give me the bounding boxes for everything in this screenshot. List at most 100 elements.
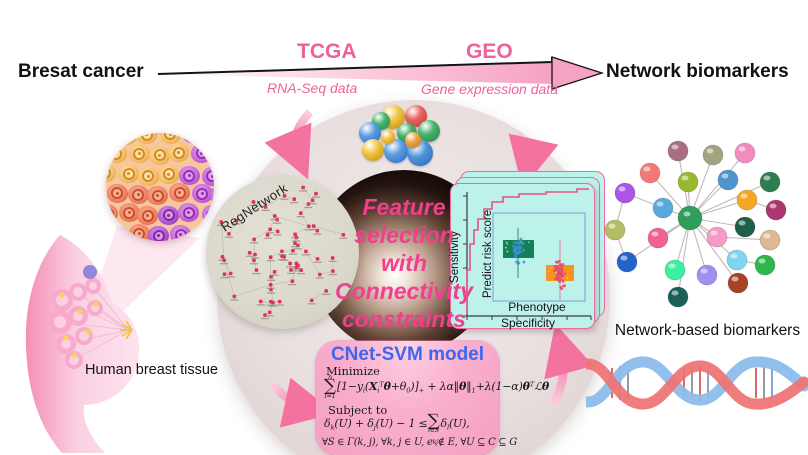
node-highlight [721, 173, 729, 179]
tissue-cell [159, 133, 181, 144]
regnet-gene-node [222, 258, 226, 263]
box-speckle [549, 267, 552, 270]
gene-ball [405, 132, 421, 148]
lobule-blue [83, 265, 97, 279]
cell-nucleus [142, 170, 155, 183]
tissue-cell [106, 163, 116, 183]
regnet-gene-node [291, 248, 295, 253]
network-node [647, 227, 669, 249]
box-speckle [505, 241, 508, 244]
regnet-gene-node [268, 255, 273, 260]
dna-strand-blue [586, 356, 808, 408]
inner-plot-frame [492, 212, 586, 302]
geo-label: GEO [466, 40, 513, 63]
gene-ball [359, 122, 381, 144]
regnet-gene-label [309, 228, 318, 231]
tissue-cell [168, 143, 189, 163]
tissue-cell [178, 166, 200, 186]
regnet-gene-node [268, 283, 273, 287]
node-highlight [738, 220, 746, 226]
milk-ducts [59, 285, 129, 361]
constraint1-prefix: δk(U) + δj(U) − 1 ≤ [324, 416, 428, 432]
network-edge [662, 207, 691, 219]
nipple-icon [120, 320, 133, 340]
dna-strand-red [586, 358, 808, 410]
regnet-gene-label [267, 279, 276, 281]
regnet-gene-label [273, 234, 282, 236]
tissue-cell [169, 183, 191, 203]
regnet-gene-label [304, 229, 313, 231]
base-pairs [611, 366, 773, 400]
regnet-gene-node [253, 252, 257, 257]
network-edge [689, 217, 739, 284]
tissue-cell [191, 143, 213, 163]
regnet-gene-node [219, 220, 224, 224]
cell-nucleus [111, 187, 124, 200]
node-highlight [668, 263, 676, 269]
regnet-edge [300, 200, 313, 214]
network-edge [689, 217, 746, 228]
regnet-gene-node [288, 261, 292, 266]
regnet-gene-label [265, 315, 274, 317]
network-node [734, 142, 756, 164]
roc-boxplot-chart [463, 188, 592, 320]
regnet-gene-label [220, 276, 229, 279]
cell-nucleus [206, 208, 214, 221]
regnet-gene-label [299, 190, 308, 192]
node-highlight [651, 231, 659, 237]
regnet-gene-node [254, 268, 259, 272]
network-node [677, 171, 699, 193]
scatter-dot-blue [513, 254, 517, 258]
tissue-cell [158, 205, 180, 225]
regnet-gene-label [266, 292, 275, 294]
regnet-gene-node [252, 237, 256, 242]
network-based-biomarkers-caption: Network-based biomarkers [614, 322, 801, 339]
node-highlight [758, 258, 766, 264]
regnet-gene-label [313, 261, 322, 263]
scatter-dot-blue [519, 237, 523, 241]
result-panel: Sensitivity Predict risk score Phenotype… [449, 183, 595, 330]
network-edge [677, 217, 691, 298]
objective-body: [1−yi(XiTθ+θ0)]+ + λα‖θ‖1+λ(1−α)θTℒθ [336, 379, 549, 395]
regnet-edge [253, 239, 256, 255]
box-speckle [506, 243, 509, 246]
regnet-gene-label [260, 317, 269, 320]
network-edge [687, 181, 691, 219]
regnet-gene-node [269, 275, 273, 279]
lobules [48, 265, 103, 369]
scatter-dot-blue [514, 245, 518, 249]
network-edge [689, 154, 714, 219]
network-node [736, 189, 758, 211]
cell-nucleus [106, 207, 114, 220]
scatter-dot-red [557, 278, 561, 282]
minimize-label: Minimize [326, 364, 380, 378]
regnet-gene-label [266, 304, 275, 306]
network-node [667, 140, 689, 162]
regnet-gene-node [294, 265, 299, 270]
regnet-gene-label [304, 206, 313, 209]
regnet-gene-label [322, 293, 331, 296]
node-highlight [738, 146, 746, 152]
regnet-edge [253, 229, 271, 240]
regnet-gene-node [298, 211, 303, 216]
network-edge [674, 217, 691, 271]
regnet-edge [281, 250, 293, 252]
objective-formula: n ∑ i=1 [1−yi(XiTθ+θ0)]+ + λα‖θ‖1+λ(1−α)… [324, 374, 549, 400]
regnet-gene-node [232, 294, 237, 299]
regnet-edge [234, 284, 271, 297]
regnet-gene-label [230, 299, 239, 301]
regnet-gene-label [268, 305, 277, 307]
network-edge [614, 229, 628, 263]
regnet-edge [313, 225, 344, 236]
tissue-cell [201, 205, 214, 225]
regnet-edge [319, 270, 334, 275]
tissue-cell [137, 166, 159, 186]
regnet-gene-label [249, 204, 258, 207]
regnet-gene-node [341, 233, 346, 237]
regnet-gene-label [328, 273, 337, 276]
tissue-cell [136, 133, 158, 145]
regnet-gene-node [275, 229, 280, 234]
box-speckle [547, 270, 550, 273]
node-highlight [671, 144, 679, 150]
